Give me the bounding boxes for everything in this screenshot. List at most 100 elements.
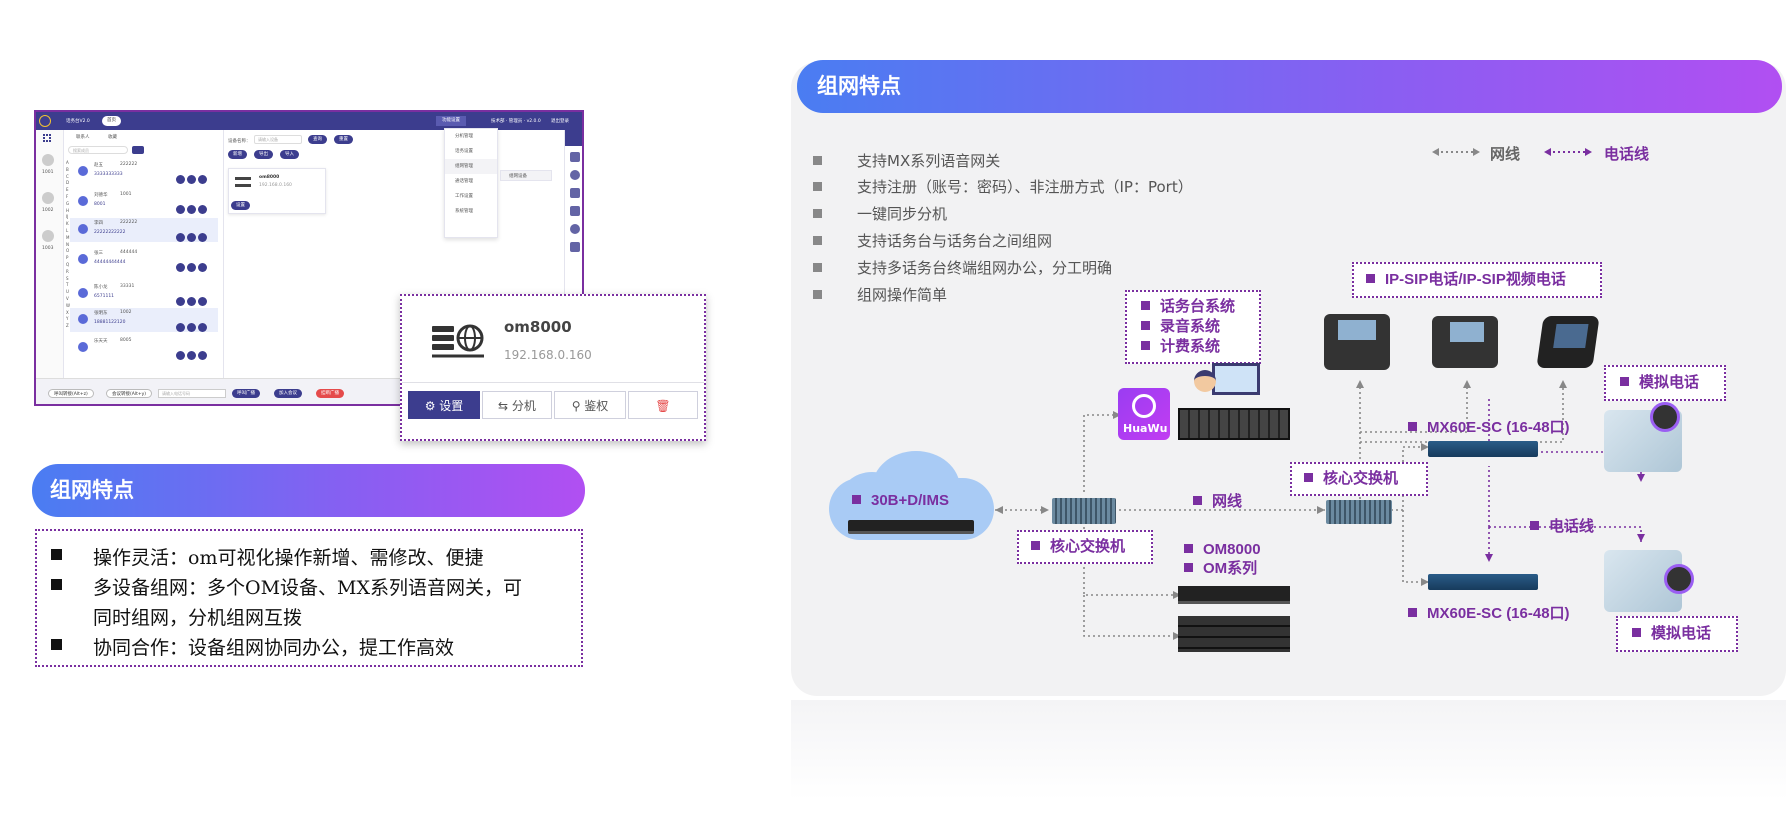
server-device <box>1178 408 1290 440</box>
video-icon[interactable] <box>187 351 196 360</box>
join-conference-button[interactable]: 加入会议 <box>274 389 302 398</box>
video-icon[interactable] <box>187 323 196 332</box>
auth-label: 鉴权 <box>584 399 609 413</box>
call-icon[interactable] <box>176 323 185 332</box>
android-icon[interactable] <box>570 242 580 252</box>
call-transfer-button[interactable]: 呼叫转接(Alt+z) <box>48 389 94 398</box>
more-icon[interactable] <box>198 297 207 306</box>
server-icon <box>235 177 251 187</box>
video-icon[interactable] <box>187 263 196 272</box>
call-icon[interactable] <box>176 233 185 242</box>
grid-icon[interactable] <box>43 134 51 142</box>
menu-item[interactable]: 通话管理 <box>455 179 473 184</box>
more-icon[interactable] <box>198 175 207 184</box>
submenu-network-device[interactable]: 组网设备 <box>500 170 552 181</box>
contact-number: 222222 <box>120 162 138 167</box>
reset-button[interactable]: 重置 <box>334 135 353 144</box>
broadcast-button[interactable]: 呼叫广播 <box>232 389 260 398</box>
phone-number-input[interactable]: 请输入电话号码 <box>158 389 226 398</box>
operator-monitor-icon <box>1212 363 1260 395</box>
call-icon[interactable] <box>176 205 185 214</box>
menu-item[interactable]: 分机管理 <box>455 134 473 139</box>
more-icon[interactable] <box>198 233 207 242</box>
video-icon[interactable] <box>187 175 196 184</box>
call-icon[interactable] <box>176 297 185 306</box>
cloud-label: 30B+D/IMS <box>852 492 949 509</box>
export-button[interactable]: 导出 <box>254 150 273 159</box>
avatar[interactable] <box>42 192 54 204</box>
systems-box: 话务台系统 录音系统 计费系统 <box>1125 290 1261 364</box>
menu-item[interactable]: 系统管理 <box>455 209 473 214</box>
contact-avatar <box>78 254 88 264</box>
contact-phone: 6571111 <box>94 294 115 299</box>
ip-phone-icon <box>1432 316 1498 368</box>
home-icon[interactable] <box>565 130 582 146</box>
delete-button[interactable]: 🗑 <box>628 391 698 419</box>
panel-reflection <box>791 700 1786 800</box>
tab-contacts[interactable]: 联系人 <box>76 135 90 140</box>
phone-icon[interactable] <box>570 152 580 162</box>
om8000-device <box>1178 586 1290 604</box>
tab-favorites[interactable]: 收藏 <box>108 135 117 140</box>
contact-actions <box>174 345 207 364</box>
device-card-zoom[interactable]: om8000 192.168.0.160 ⚙ 设置 ⇆ 分机 ⚲ 鉴权 🗑 <box>400 294 706 441</box>
query-button[interactable]: 查询 <box>308 135 327 144</box>
video-icon[interactable] <box>187 297 196 306</box>
search-button[interactable] <box>132 146 144 154</box>
bullet-square-icon <box>51 639 62 650</box>
contact-number: 1001 <box>120 192 132 197</box>
hangup-broadcast-button[interactable]: 挂断广播 <box>316 389 344 398</box>
function-menu: 分机管理 话务设置 组网管理 通话管理 工作设置 系统管理 <box>444 128 498 238</box>
contact-actions <box>174 257 207 276</box>
extension-button[interactable]: ⇆ 分机 <box>482 391 552 419</box>
list-icon[interactable] <box>570 188 580 198</box>
settings-label: 设置 <box>439 399 464 413</box>
system-item: 录音系统 <box>1141 317 1259 337</box>
menu-item[interactable]: 组网管理 <box>445 159 497 174</box>
logout-link[interactable]: 退出登录 <box>551 119 569 124</box>
auth-button[interactable]: ⚲ 鉴权 <box>554 391 626 419</box>
video-icon[interactable] <box>187 205 196 214</box>
mx-gateway-top <box>1428 441 1538 457</box>
call-icon[interactable] <box>176 175 185 184</box>
user-info: 技术部 · 管理员 · v2.0.0 <box>491 119 541 124</box>
device-name-input[interactable]: 请输入设备 <box>254 135 302 144</box>
contact-name: 赵五 <box>94 163 103 168</box>
menu-item[interactable]: 话务设置 <box>455 149 473 154</box>
more-icon[interactable] <box>198 323 207 332</box>
call-icon[interactable] <box>176 263 185 272</box>
huawu-label: HuaWu <box>1123 422 1168 435</box>
settings-button-small[interactable]: 设置 <box>231 201 250 210</box>
mx-label-top: MX60E-SC (16-48口) <box>1408 416 1570 437</box>
menu-item[interactable]: 工作设置 <box>455 194 473 199</box>
search-input[interactable]: 搜索成员 <box>68 146 128 154</box>
more-icon[interactable] <box>198 205 207 214</box>
core-switch-left-label: 核心交换机 <box>1017 530 1153 564</box>
avatar[interactable] <box>42 154 54 166</box>
more-icon[interactable] <box>198 263 207 272</box>
home-button[interactable]: 首页 <box>102 116 121 126</box>
globe-icon[interactable] <box>570 170 580 180</box>
function-settings-button[interactable]: 功能设置 <box>436 116 466 126</box>
call-icon[interactable] <box>176 351 185 360</box>
contact-actions <box>174 227 207 246</box>
settings-button[interactable]: ⚙ 设置 <box>408 391 480 419</box>
operator-person-icon <box>1194 370 1216 392</box>
video-icon[interactable] <box>187 233 196 242</box>
import-button[interactable]: 导入 <box>280 150 299 159</box>
chart-icon[interactable] <box>570 206 580 216</box>
conference-transfer-button[interactable]: 会议转接(Alt+y) <box>106 389 153 398</box>
more-icon[interactable] <box>198 351 207 360</box>
device-card-small[interactable]: om8000 192.168.0.160 设置 <box>228 168 326 214</box>
alphabet-index[interactable]: ABCDEFGHIJKLMNOPQRSTUVWXYZ <box>66 160 70 329</box>
clock-icon[interactable] <box>570 224 580 234</box>
avatar[interactable] <box>42 230 54 242</box>
add-button[interactable]: 新增 <box>228 150 247 159</box>
